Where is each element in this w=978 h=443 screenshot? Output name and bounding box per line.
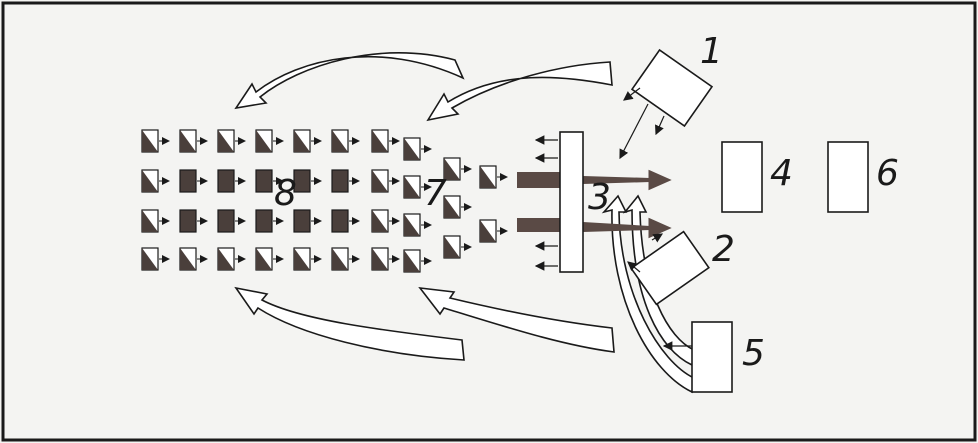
array-7-cell [403, 249, 432, 273]
array-7-cell [479, 219, 508, 243]
array-8-cell [331, 129, 360, 153]
plate-3-left-arrows [534, 135, 558, 271]
element-array-8 [141, 129, 400, 271]
curved-arrow-bottom-right [418, 286, 615, 353]
array-8-cell [217, 209, 246, 233]
array-7-cell [403, 213, 432, 237]
box-1 [630, 48, 714, 128]
array-8-cell [331, 209, 360, 233]
array-8-cell [293, 247, 322, 271]
array-8-cell [179, 247, 208, 271]
array-8-cell [293, 129, 322, 153]
box-2-arrows [627, 233, 664, 273]
beam-right-upper [583, 176, 650, 184]
box-6 [827, 141, 869, 213]
hollow-arrows [234, 52, 695, 394]
curved-arrow-5-inner [622, 194, 695, 367]
array-7-cell [443, 195, 472, 219]
array-8-cell [217, 169, 246, 193]
label-3: 3 [588, 177, 611, 218]
box-2 [630, 230, 710, 306]
array-8-cell [371, 169, 400, 193]
array-8-cell [255, 247, 284, 271]
array-8-cell [141, 247, 170, 271]
array-8-cell [331, 169, 360, 193]
beam-lower [517, 218, 560, 232]
label-1: 1 [700, 31, 723, 72]
beam-right-lower [583, 222, 650, 232]
array-7-cell [403, 175, 432, 199]
label-6: 6 [876, 153, 899, 194]
array-8-cell [255, 129, 284, 153]
box-5 [691, 321, 733, 393]
array-8-cell [141, 209, 170, 233]
array-8-cell [141, 129, 170, 153]
beams [517, 172, 650, 232]
array-8-cell [331, 247, 360, 271]
array-8-cell [293, 209, 322, 233]
curved-arrow-top-left [234, 52, 465, 110]
array-8-cell [371, 247, 400, 271]
label-5: 5 [742, 333, 765, 374]
curved-arrow-bottom-left [234, 286, 465, 361]
array-7-cell [479, 165, 508, 189]
array-8-cell [217, 129, 246, 153]
array-8-cell [255, 169, 284, 193]
array-7-cell [443, 235, 472, 259]
curved-arrow-top-right [426, 61, 613, 122]
element-array-7 [403, 137, 508, 273]
array-8-cell [217, 247, 246, 271]
label-7: 7 [424, 173, 447, 214]
beam-arrowheads [648, 169, 672, 239]
array-7-cell [403, 137, 432, 161]
label-2: 2 [712, 229, 735, 270]
array-8-cell [141, 169, 170, 193]
label-4: 4 [770, 153, 793, 194]
array-8-cell [293, 169, 322, 193]
array-8-cell [179, 129, 208, 153]
plate-3 [559, 131, 584, 273]
beam-upper [517, 172, 560, 188]
box-4 [721, 141, 763, 213]
array-7-cell [443, 157, 472, 181]
array-8-cell [371, 209, 400, 233]
array-8-cell [371, 129, 400, 153]
label-8: 8 [274, 173, 297, 214]
array-8-cell [179, 209, 208, 233]
array-8-cell [255, 209, 284, 233]
array-8-cell [179, 169, 208, 193]
box-1-arrows [619, 87, 665, 160]
